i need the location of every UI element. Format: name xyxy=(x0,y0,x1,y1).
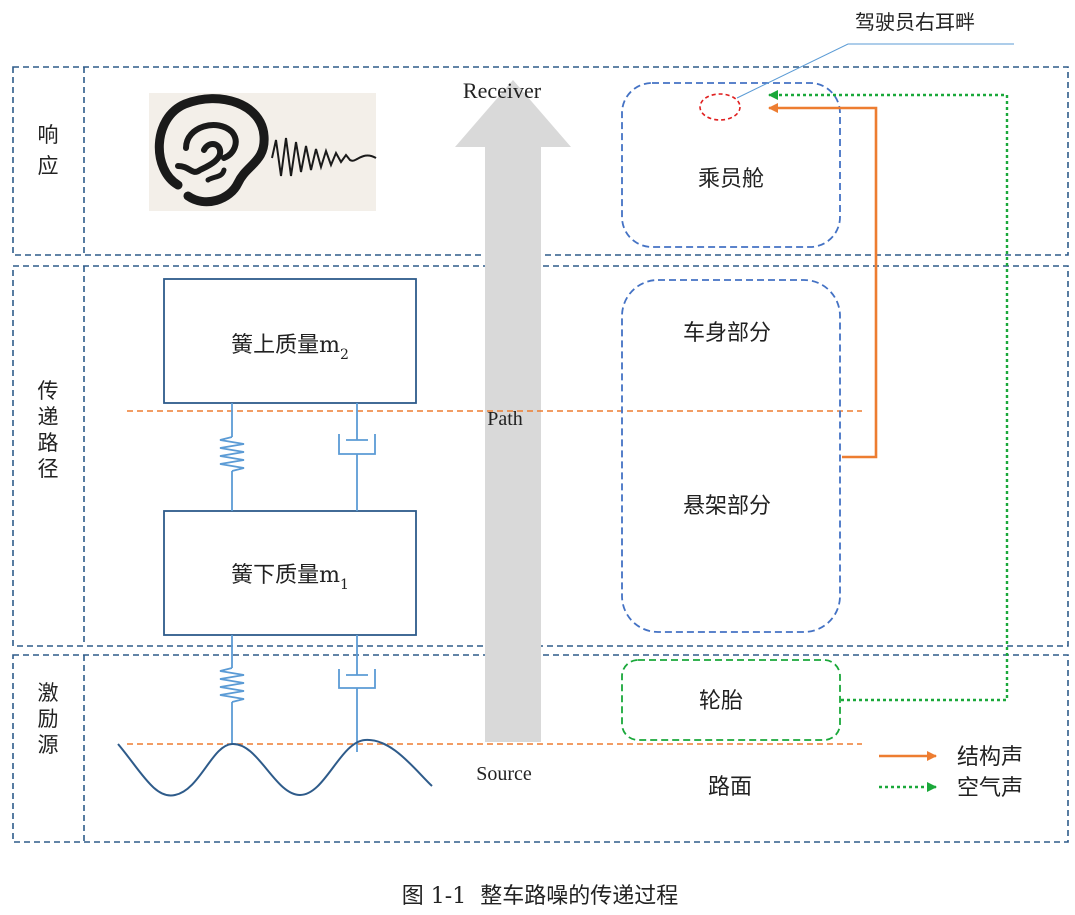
excitation-row-label: 激 励 源 xyxy=(38,681,59,757)
path-label-char: 传 xyxy=(38,379,59,403)
legend-airborne-label: 空气声 xyxy=(957,776,1023,801)
path-label-char: 递 xyxy=(38,405,59,429)
path-label-char: 路 xyxy=(38,431,59,455)
path-label-char: 径 xyxy=(38,457,59,481)
response-label-char: 应 xyxy=(38,154,59,178)
tire-spring-icon xyxy=(219,635,245,744)
svg-text:簧下质量m1: 簧下质量m1 xyxy=(231,563,349,593)
sprung-mass-label: 簧上质量m xyxy=(231,333,340,358)
excitation-label-char: 励 xyxy=(38,707,59,731)
cabin-label: 乘员舱 xyxy=(698,167,764,192)
road-profile-wave xyxy=(117,738,433,797)
suspension-spring-icon xyxy=(219,403,245,511)
path-row-label: 传 递 路 径 xyxy=(38,379,59,481)
body-label: 车身部分 xyxy=(683,321,771,346)
ear-icon xyxy=(149,93,377,211)
response-row-label: 响 应 xyxy=(38,123,59,178)
suspension-label: 悬架部分 xyxy=(683,494,771,519)
callout-leader-line xyxy=(736,43,1014,99)
sound-wave-icon xyxy=(271,137,377,177)
tire-module xyxy=(621,659,841,741)
excitation-label-char: 激 xyxy=(38,681,59,705)
structure-borne-path xyxy=(768,103,878,459)
excitation-row-frame xyxy=(12,654,1069,843)
sprung-mass-subscript: 2 xyxy=(340,347,349,363)
legend-structure-label: 结构声 xyxy=(957,745,1023,770)
sprung-mass-box: 簧上质量m2 xyxy=(163,278,417,404)
driver-right-ear-marker xyxy=(699,93,741,121)
receiver-label: Receiver xyxy=(463,78,542,103)
road-label: 路面 xyxy=(708,775,752,800)
unsprung-mass-subscript: 1 xyxy=(340,577,349,593)
cabin-module xyxy=(621,82,841,248)
response-label-char: 响 xyxy=(38,123,59,147)
tire-label: 轮胎 xyxy=(699,689,743,714)
path-label: Path xyxy=(487,408,523,430)
suspension-damper-icon xyxy=(338,403,376,511)
callout-label: 驾驶员右耳畔 xyxy=(855,10,975,34)
legend: 结构声 空气声 xyxy=(879,745,1023,801)
tire-damper-icon xyxy=(338,635,376,752)
unsprung-mass-label: 簧下质量m xyxy=(231,563,340,588)
source-label: Source xyxy=(476,763,532,785)
svg-text:簧上质量m2: 簧上质量m2 xyxy=(231,333,349,363)
figure-caption: 图 1-1 整车路噪的传递过程 xyxy=(402,884,678,909)
body-suspension-module xyxy=(621,279,841,633)
excitation-label-char: 源 xyxy=(38,733,59,757)
airborne-path xyxy=(768,90,1009,702)
unsprung-mass-box: 簧下质量m1 xyxy=(163,510,417,636)
